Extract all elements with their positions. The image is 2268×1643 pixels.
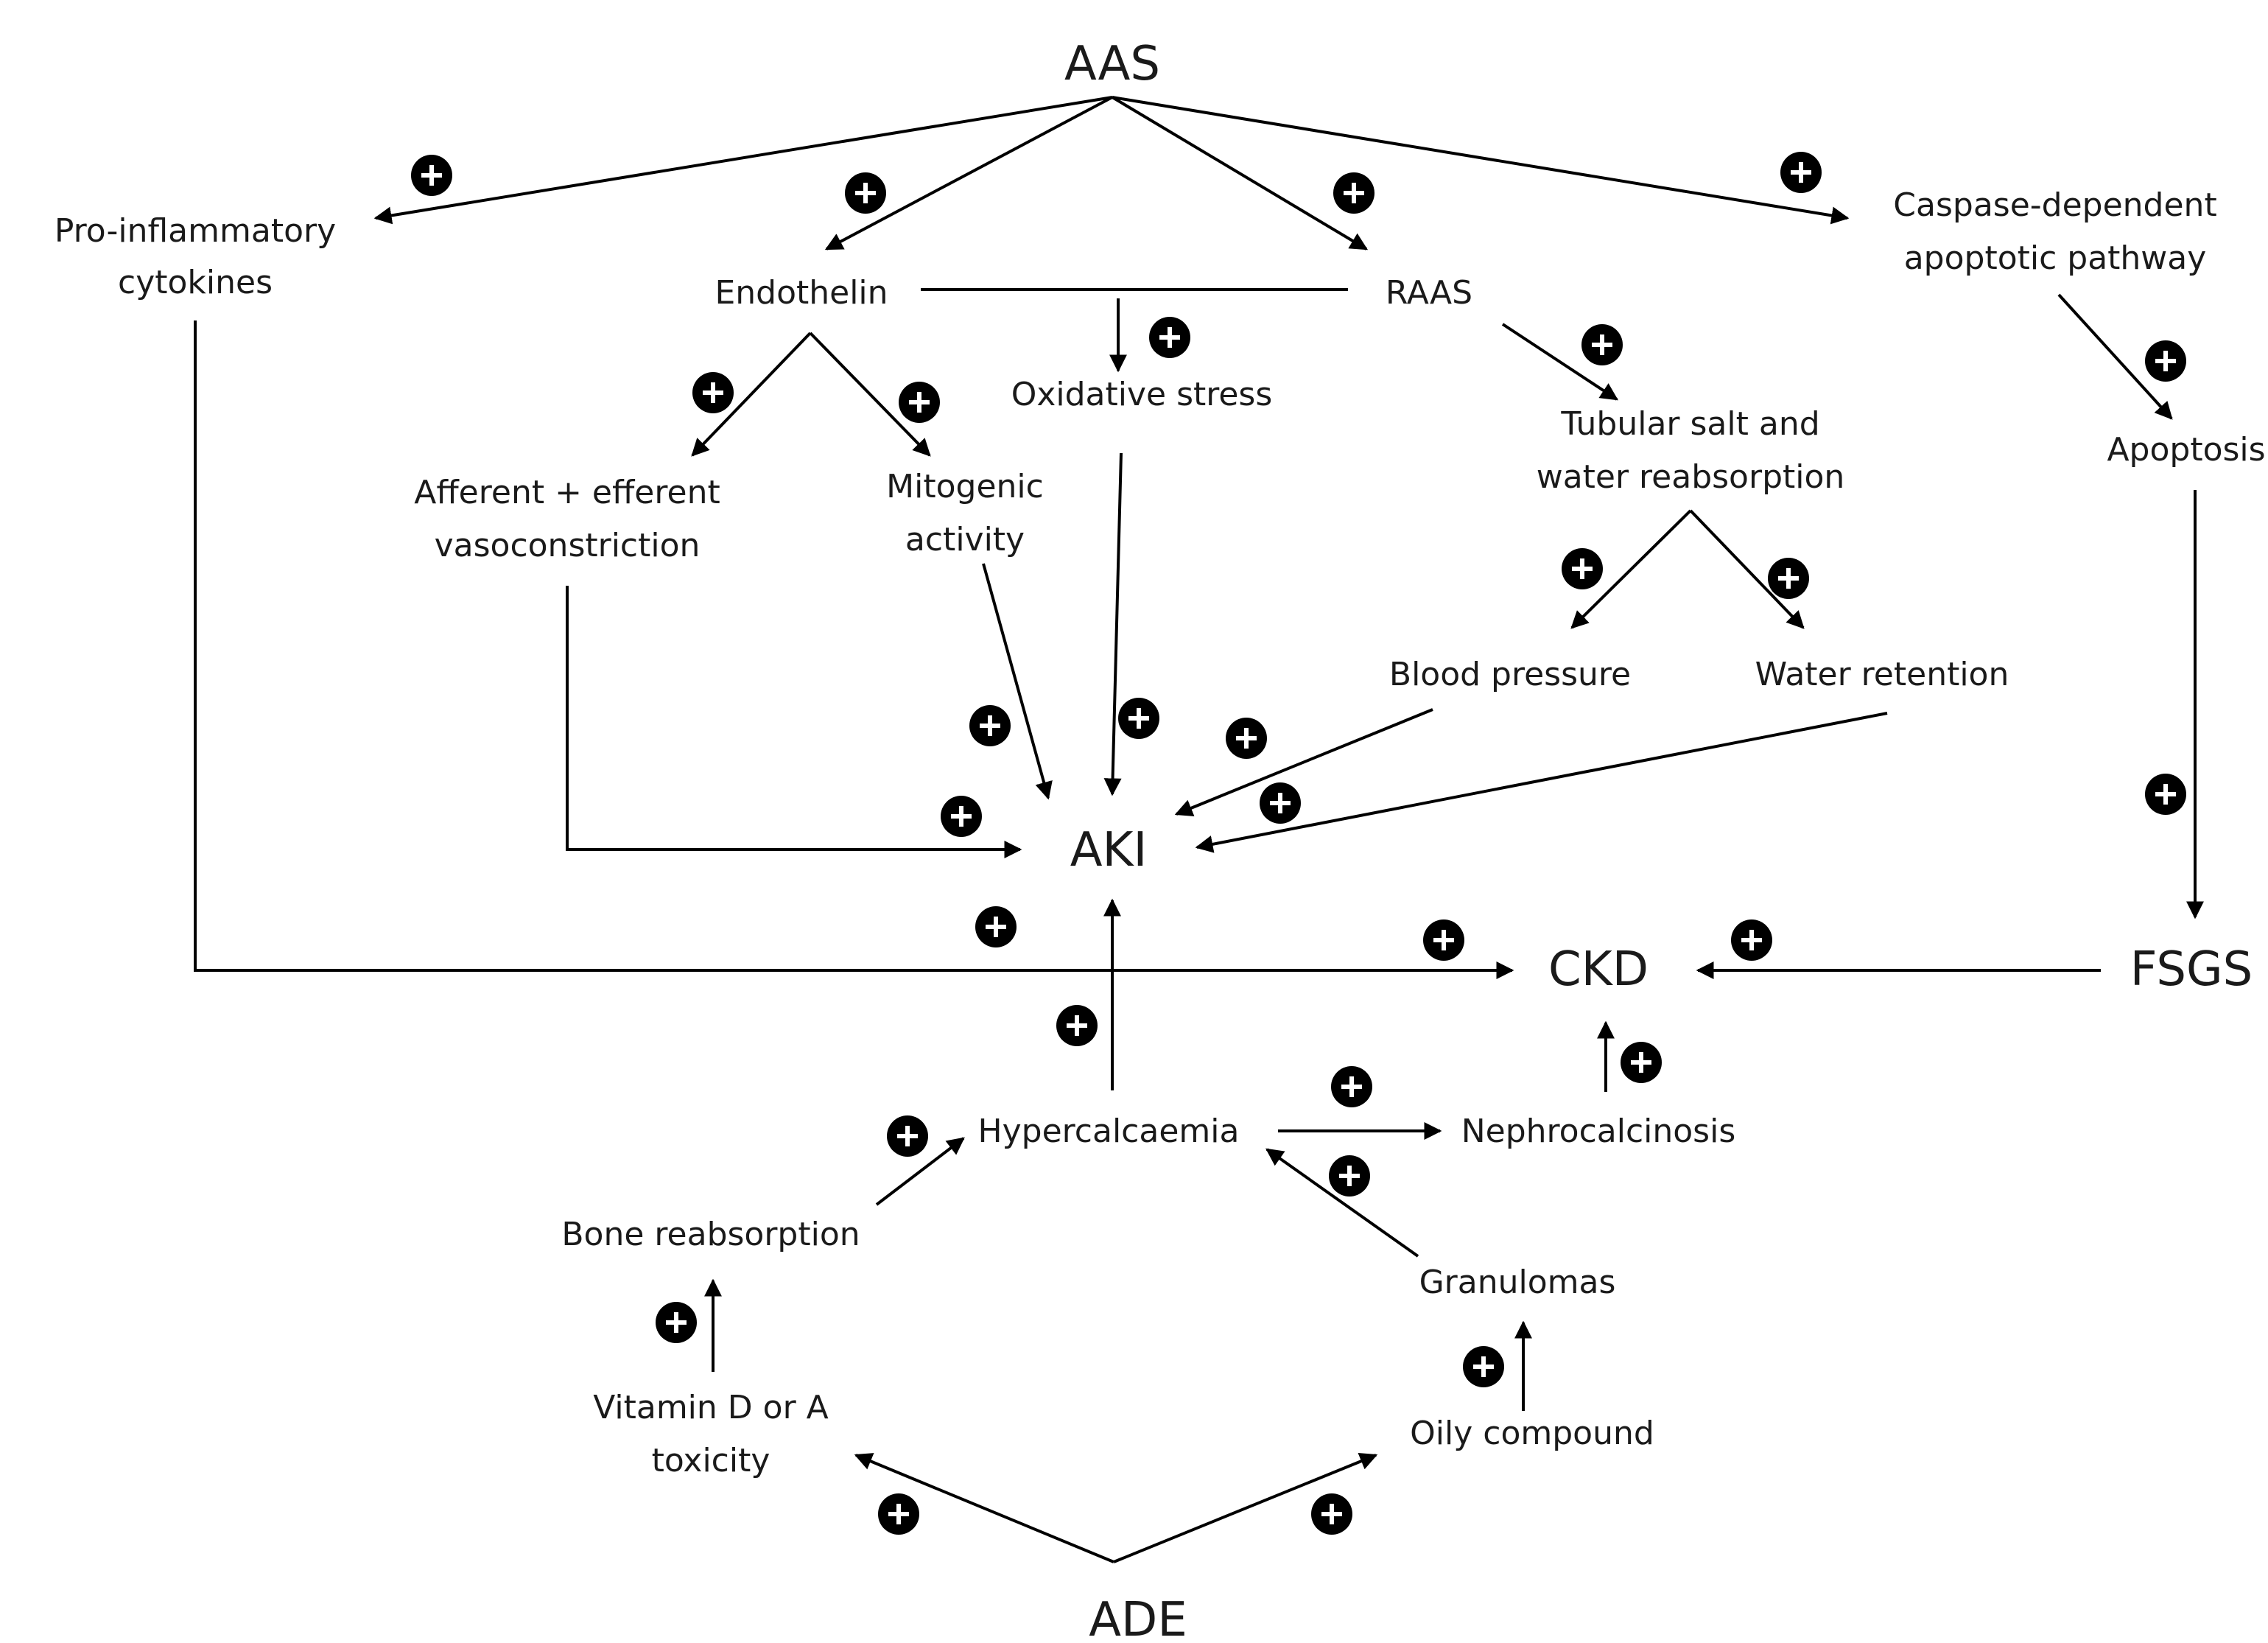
edge-aas-caspase xyxy=(1112,96,1850,225)
node-bone-reabsorption: Bone reabsorption xyxy=(561,1216,860,1253)
plus-circle-icon xyxy=(1149,317,1190,358)
plus-circle-icon xyxy=(1333,172,1375,214)
plus-circle-icon xyxy=(969,705,1011,746)
node-oxidative-stress: Oxidative stress xyxy=(1011,376,1273,413)
node-nephrocalcinosis: Nephrocalcinosis xyxy=(1461,1113,1736,1150)
edge-vasoconstriction-aki xyxy=(566,586,1022,858)
plus-circle-icon xyxy=(2145,774,2186,815)
edge-ade-oily xyxy=(1113,1453,1378,1563)
edge-aas-raas xyxy=(1111,96,1369,251)
edge-ade-vitamin xyxy=(854,1453,1114,1563)
node-mitogenic-activity: Mitogenic xyxy=(886,468,1044,505)
plus-circle-icon xyxy=(1463,1346,1504,1387)
edge-oxidative-aki xyxy=(1103,452,1123,796)
node-vasoconstriction: Afferent + efferent xyxy=(414,474,720,511)
edges xyxy=(194,96,2204,1563)
edge-aas-endothelin xyxy=(824,96,1113,251)
plus-circle-icon xyxy=(1768,558,1809,599)
edge-caspase-apoptosis xyxy=(2057,293,2173,420)
edge-bone-hypercalcaemia xyxy=(875,1137,965,1206)
node-caspase-pathway: apoptotic pathway xyxy=(1904,239,2207,277)
plus-circle-icon xyxy=(692,372,734,413)
node-vitamin-toxicity: toxicity xyxy=(652,1442,770,1479)
plus-circle-icon xyxy=(411,155,452,196)
plus-circle-icon xyxy=(1118,698,1159,739)
plus-circle-icon xyxy=(656,1302,697,1343)
node-tubular-reabsorption: Tubular salt and xyxy=(1560,405,1819,443)
plus-circle-icon xyxy=(1423,919,1464,961)
node-water-retention: Water retention xyxy=(1755,656,2009,693)
edge-endothelin-mitogenic xyxy=(809,332,931,457)
edge-cytokines-ckd xyxy=(194,320,1514,979)
node-blood-pressure: Blood pressure xyxy=(1389,656,1631,693)
node-ade: ADE xyxy=(1089,1593,1187,1643)
edge-granulomas-hypercalcaemia xyxy=(1265,1148,1419,1258)
plus-circle-icon xyxy=(1731,919,1772,961)
plus-circle-icon xyxy=(878,1493,919,1535)
plus-circle-icon xyxy=(1331,1066,1372,1107)
plus-circle-icon xyxy=(845,172,886,214)
plus-circle-icon xyxy=(1311,1493,1352,1535)
edge-mitogenic-aki xyxy=(982,563,1053,800)
node-oily-compound: Oily compound xyxy=(1410,1415,1654,1452)
plus-circle-icon xyxy=(1581,324,1623,365)
plus-badges xyxy=(411,152,2186,1535)
plus-circle-icon xyxy=(1780,152,1822,193)
node-aki: AKI xyxy=(1070,823,1148,877)
node-pro-inflammatory-cytokines: cytokines xyxy=(118,264,273,301)
node-tubular-reabsorption: water reabsorption xyxy=(1537,458,1845,496)
plus-circle-icon xyxy=(2145,340,2186,382)
node-vitamin-toxicity: Vitamin D or A xyxy=(593,1389,829,1426)
node-pro-inflammatory-cytokines: Pro-inflammatory xyxy=(55,212,336,250)
node-ckd: CKD xyxy=(1548,942,1649,997)
edge-raas-tubular xyxy=(1501,323,1619,401)
node-aas: AAS xyxy=(1064,37,1160,91)
edge-water-retention-aki xyxy=(1195,712,1888,853)
plus-circle-icon xyxy=(975,906,1017,947)
edge-tubular-blood-pressure xyxy=(1570,509,1692,629)
node-fsgs: FSGS xyxy=(2130,942,2253,997)
plus-circle-icon xyxy=(899,382,940,423)
node-endothelin: Endothelin xyxy=(715,274,888,312)
edge-tubular-water-retention xyxy=(1689,509,1805,629)
node-vasoconstriction: vasoconstriction xyxy=(435,527,701,564)
node-caspase-pathway: Caspase-dependent xyxy=(1893,186,2216,224)
node-labels: AAS Pro-inflammatory cytokines Endotheli… xyxy=(55,37,2266,1643)
node-hypercalcaemia: Hypercalcaemia xyxy=(978,1113,1240,1150)
edge-endothelin-vasoconstriction xyxy=(691,332,812,457)
edge-blood-pressure-aki xyxy=(1174,708,1433,816)
plus-circle-icon xyxy=(1260,782,1301,824)
edge-aas-cytokines xyxy=(373,96,1113,225)
plus-circle-icon xyxy=(1329,1155,1370,1197)
plus-circle-icon xyxy=(887,1115,928,1157)
node-apoptosis: Apoptosis xyxy=(2107,431,2265,469)
plus-circle-icon xyxy=(1562,548,1603,589)
plus-circle-icon xyxy=(1226,718,1267,759)
plus-circle-icon xyxy=(1056,1005,1098,1046)
node-raas: RAAS xyxy=(1386,274,1472,312)
plus-circle-icon xyxy=(1621,1042,1662,1083)
node-mitogenic-activity: activity xyxy=(905,521,1025,558)
node-granulomas: Granulomas xyxy=(1419,1264,1616,1301)
plus-circle-icon xyxy=(941,796,982,837)
